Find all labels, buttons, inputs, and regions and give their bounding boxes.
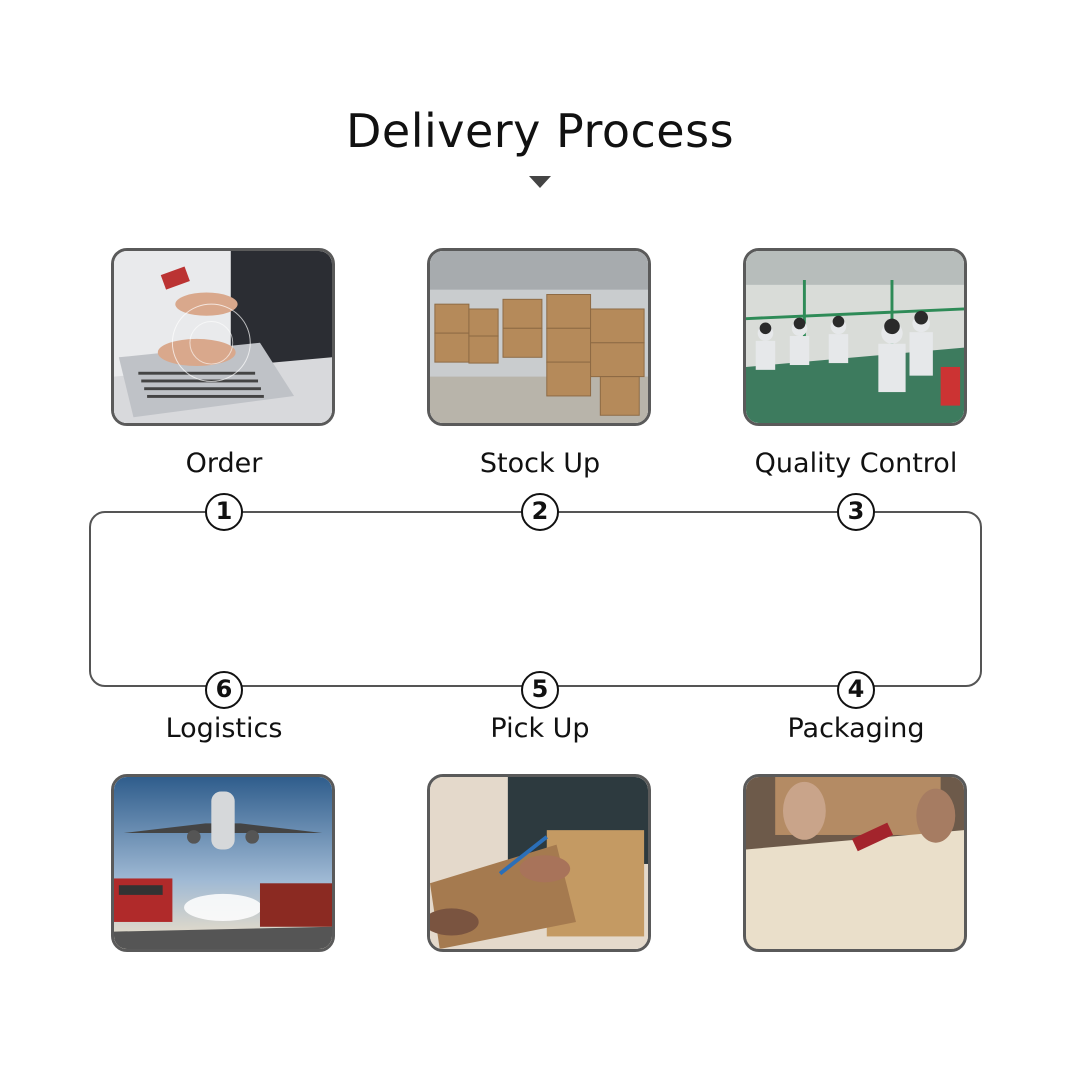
page-title: Delivery Process xyxy=(345,104,735,158)
step-number-1: 1 xyxy=(205,493,243,531)
photo-pick-up xyxy=(427,774,651,952)
down-arrow-icon xyxy=(529,176,551,188)
photo-order xyxy=(111,248,335,426)
step-number-4: 4 xyxy=(837,671,875,709)
step-number-5: 5 xyxy=(521,671,559,709)
step-label-order: Order xyxy=(185,448,263,479)
photo-quality-control xyxy=(743,248,967,426)
step-number-2: 2 xyxy=(521,493,559,531)
process-loop-connector xyxy=(89,511,982,687)
photo-logistics xyxy=(111,774,335,952)
step-label-logistics: Logistics xyxy=(165,713,283,744)
step-label-pick-up: Pick Up xyxy=(490,713,590,744)
step-label-packaging: Packaging xyxy=(787,713,925,744)
photo-packaging xyxy=(743,774,967,952)
step-number-3: 3 xyxy=(837,493,875,531)
step-label-quality-control: Quality Control xyxy=(754,448,958,479)
step-number-6: 6 xyxy=(205,671,243,709)
photo-stock-up xyxy=(427,248,651,426)
step-label-stock-up: Stock Up xyxy=(479,448,601,479)
